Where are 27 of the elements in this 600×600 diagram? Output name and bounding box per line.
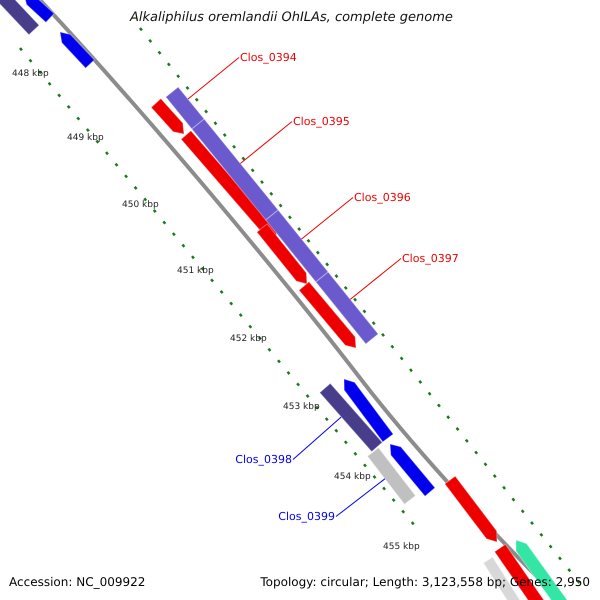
leader-line xyxy=(240,121,292,164)
position-label: 454 kbp xyxy=(334,473,371,482)
genome-info: Topology: circular; Length: 3,123,558 bp; Genes: 2,950 xyxy=(260,576,590,588)
leader-line xyxy=(292,416,342,460)
gene-bar xyxy=(191,118,279,221)
gene-label: Clos_0395 xyxy=(293,116,350,127)
gene-label: Clos_0398 xyxy=(235,454,292,465)
gene-bar xyxy=(319,382,383,452)
position-label: 450 kbp xyxy=(122,201,159,210)
gene-label: Clos_0397 xyxy=(402,253,459,264)
position-label: 448 kbp xyxy=(12,70,49,79)
position-label: 452 kbp xyxy=(230,335,267,344)
accession-label: Accession: NC_009922 xyxy=(9,576,146,588)
title: Alkaliphilus oremlandii OhILAs, complete genome xyxy=(130,11,453,24)
gene-bar xyxy=(265,209,329,283)
gene-bar xyxy=(315,271,379,345)
position-label: 455 kbp xyxy=(383,543,420,552)
gene-label: Clos_0394 xyxy=(240,52,297,63)
leader-line xyxy=(188,57,240,100)
gene-label: Clos_0396 xyxy=(354,192,411,203)
position-label: 451 kbp xyxy=(177,267,214,276)
leader-line xyxy=(336,478,386,517)
leader-line xyxy=(301,197,354,240)
leader-line xyxy=(350,258,402,300)
gene-bar xyxy=(165,86,205,130)
position-label: 449 kbp xyxy=(67,134,104,143)
gene-label: Clos_0399 xyxy=(278,511,335,522)
